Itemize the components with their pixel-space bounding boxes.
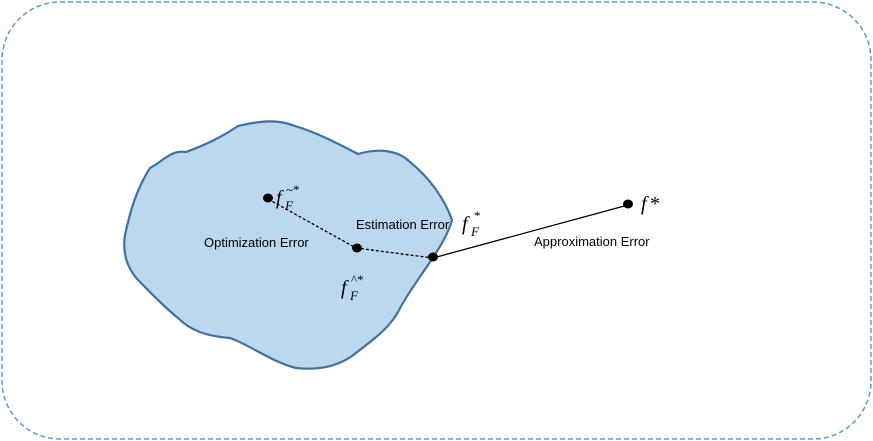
function-class-region (123, 120, 454, 370)
estimation-error-line (355, 247, 434, 259)
point-f-F-star (428, 252, 438, 262)
svg-text:F: F (284, 198, 294, 213)
point-f-star (623, 199, 633, 209)
label-f-F-star: f F * (462, 208, 481, 239)
point-f-tilde (263, 193, 273, 203)
svg-text:f: f (462, 213, 470, 235)
svg-text:f: f (341, 277, 349, 299)
svg-text:*: * (474, 208, 481, 223)
estimation-error-label: Estimation Error (356, 217, 450, 232)
svg-text:f: f (641, 193, 649, 215)
svg-text:F: F (470, 224, 480, 239)
svg-text:*: * (650, 193, 660, 215)
optimization-error-line (267, 198, 357, 249)
point-f-hat (352, 243, 362, 253)
optimization-error-label: Optimization Error (204, 235, 309, 250)
label-f-star: f * (641, 193, 660, 215)
approximation-error-label: Approximation Error (534, 234, 650, 249)
svg-text:f: f (276, 187, 284, 209)
label-f-tilde: f F ~* (276, 182, 300, 213)
svg-text:~*: ~* (286, 182, 300, 197)
svg-text:^*: ^* (351, 272, 364, 287)
approximation-error-line (432, 204, 629, 259)
label-f-hat: f F ^* (341, 272, 364, 303)
svg-text:F: F (349, 288, 359, 303)
